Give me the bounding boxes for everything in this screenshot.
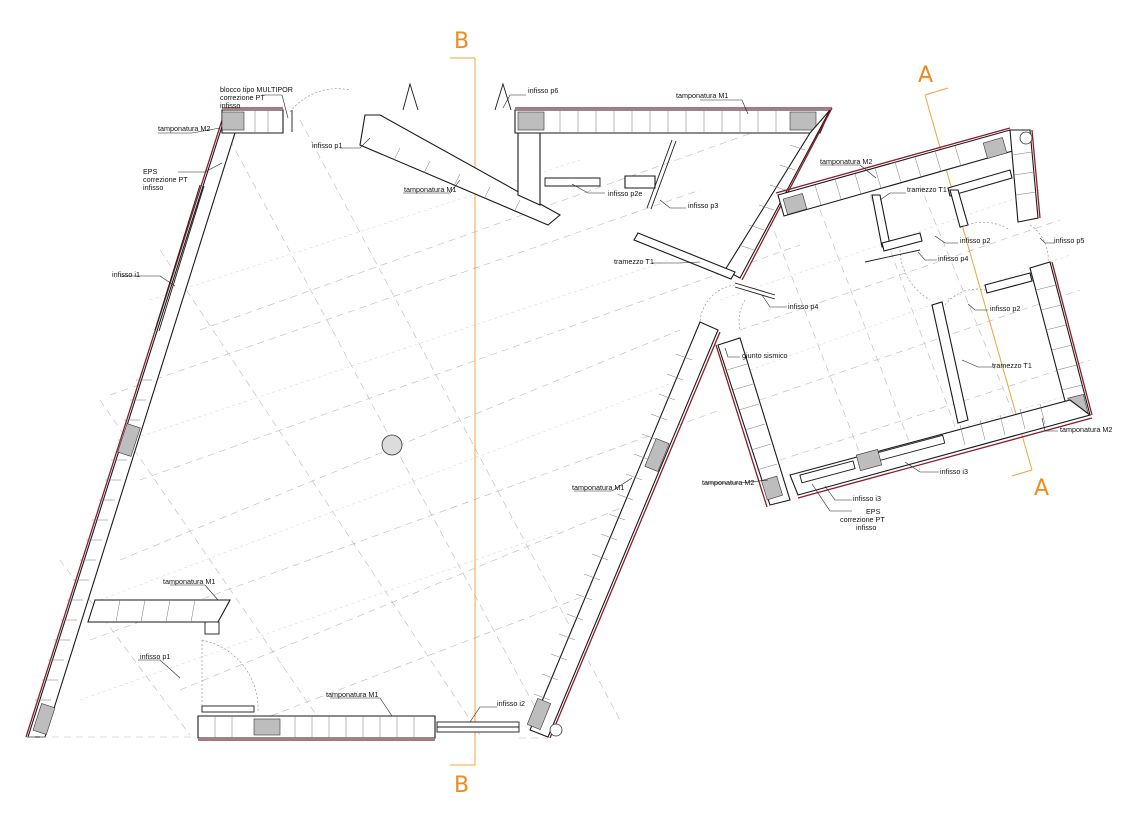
corner-marker-right-icon <box>1019 131 1033 145</box>
label-tamp-m1-top: tamponatura M1 <box>676 91 728 100</box>
label-tamp-m1-mid: tamponatura M1 <box>404 185 456 194</box>
section-marker-b-bottom: B <box>454 773 469 798</box>
label-tramezzo-t1-r1: tramezzo T1 <box>907 185 947 194</box>
label-infisso-i2: infisso i2 <box>497 699 525 708</box>
label-eps-r1: EPS <box>866 507 881 516</box>
section-marker-b-top: B <box>454 29 469 54</box>
label-eps-3: infisso <box>143 183 163 192</box>
label-tamp-m1-bottom: tamponatura M1 <box>326 690 378 699</box>
right-building <box>715 127 1093 508</box>
label-infisso-p2-b: infisso p2 <box>990 304 1020 313</box>
column-icon <box>381 434 403 456</box>
label-infisso-i1: infisso i1 <box>112 270 140 279</box>
label-tramezzo-t1-r2: tramezzo T1 <box>992 361 1032 370</box>
label-eps-r2: correzione PT <box>840 515 885 524</box>
label-infisso-p5: infisso p5 <box>1054 236 1084 245</box>
label-eps-r3: infisso <box>856 523 876 532</box>
label-infisso-p1-low: infisso p1 <box>140 652 170 661</box>
section-marker-a-top: A <box>918 63 933 88</box>
label-infisso-p4-r: infisso p4 <box>938 254 968 263</box>
label-infisso-i3-b: infisso i3 <box>853 494 881 503</box>
connector-p4 <box>699 282 776 331</box>
label-infisso-p4-mid: infisso p4 <box>788 302 818 311</box>
label-tamp-m2-right-top: tamponatura M2 <box>820 157 872 166</box>
label-infisso-i3-a: infisso i3 <box>940 467 968 476</box>
corner-marker-icon <box>549 723 563 737</box>
label-tamp-m2-r: tamponatura M2 <box>1060 425 1112 434</box>
label-infisso-p6: infisso p6 <box>528 86 558 95</box>
label-infisso-p3: infisso p3 <box>688 201 718 210</box>
label-tamp-m1-diag: tamponatura M1 <box>572 483 624 492</box>
label-eps-1: EPS <box>143 167 158 176</box>
label-tramezzo-t1-left: tramezzo T1 <box>614 257 654 266</box>
label-tamp-m2-left: tamponatura M2 <box>158 124 210 133</box>
label-blocco-2: correzione PT <box>220 93 265 102</box>
label-infisso-p1-top: infisso p1 <box>312 141 342 150</box>
label-giunto: giunto sismico <box>742 351 788 360</box>
label-eps-2: correzione PT <box>143 175 188 184</box>
label-infisso-p2-a: infisso p2 <box>960 236 990 245</box>
section-marker-a-bottom: A <box>1034 476 1049 501</box>
label-tamp-m2-b: tamponatura M2 <box>702 478 754 487</box>
left-building <box>25 82 833 741</box>
leader-lines <box>120 94 1058 723</box>
annotations: blocco tipo MULTIPOR correzione PT infis… <box>112 85 1112 708</box>
label-blocco: blocco tipo MULTIPOR <box>220 85 293 94</box>
left-wall-blocks <box>35 379 152 701</box>
label-tamp-m1-low: tamponatura M1 <box>163 577 215 586</box>
label-infisso-p2e: infisso p2e <box>608 189 642 198</box>
label-blocco-3: infisso <box>220 101 240 110</box>
